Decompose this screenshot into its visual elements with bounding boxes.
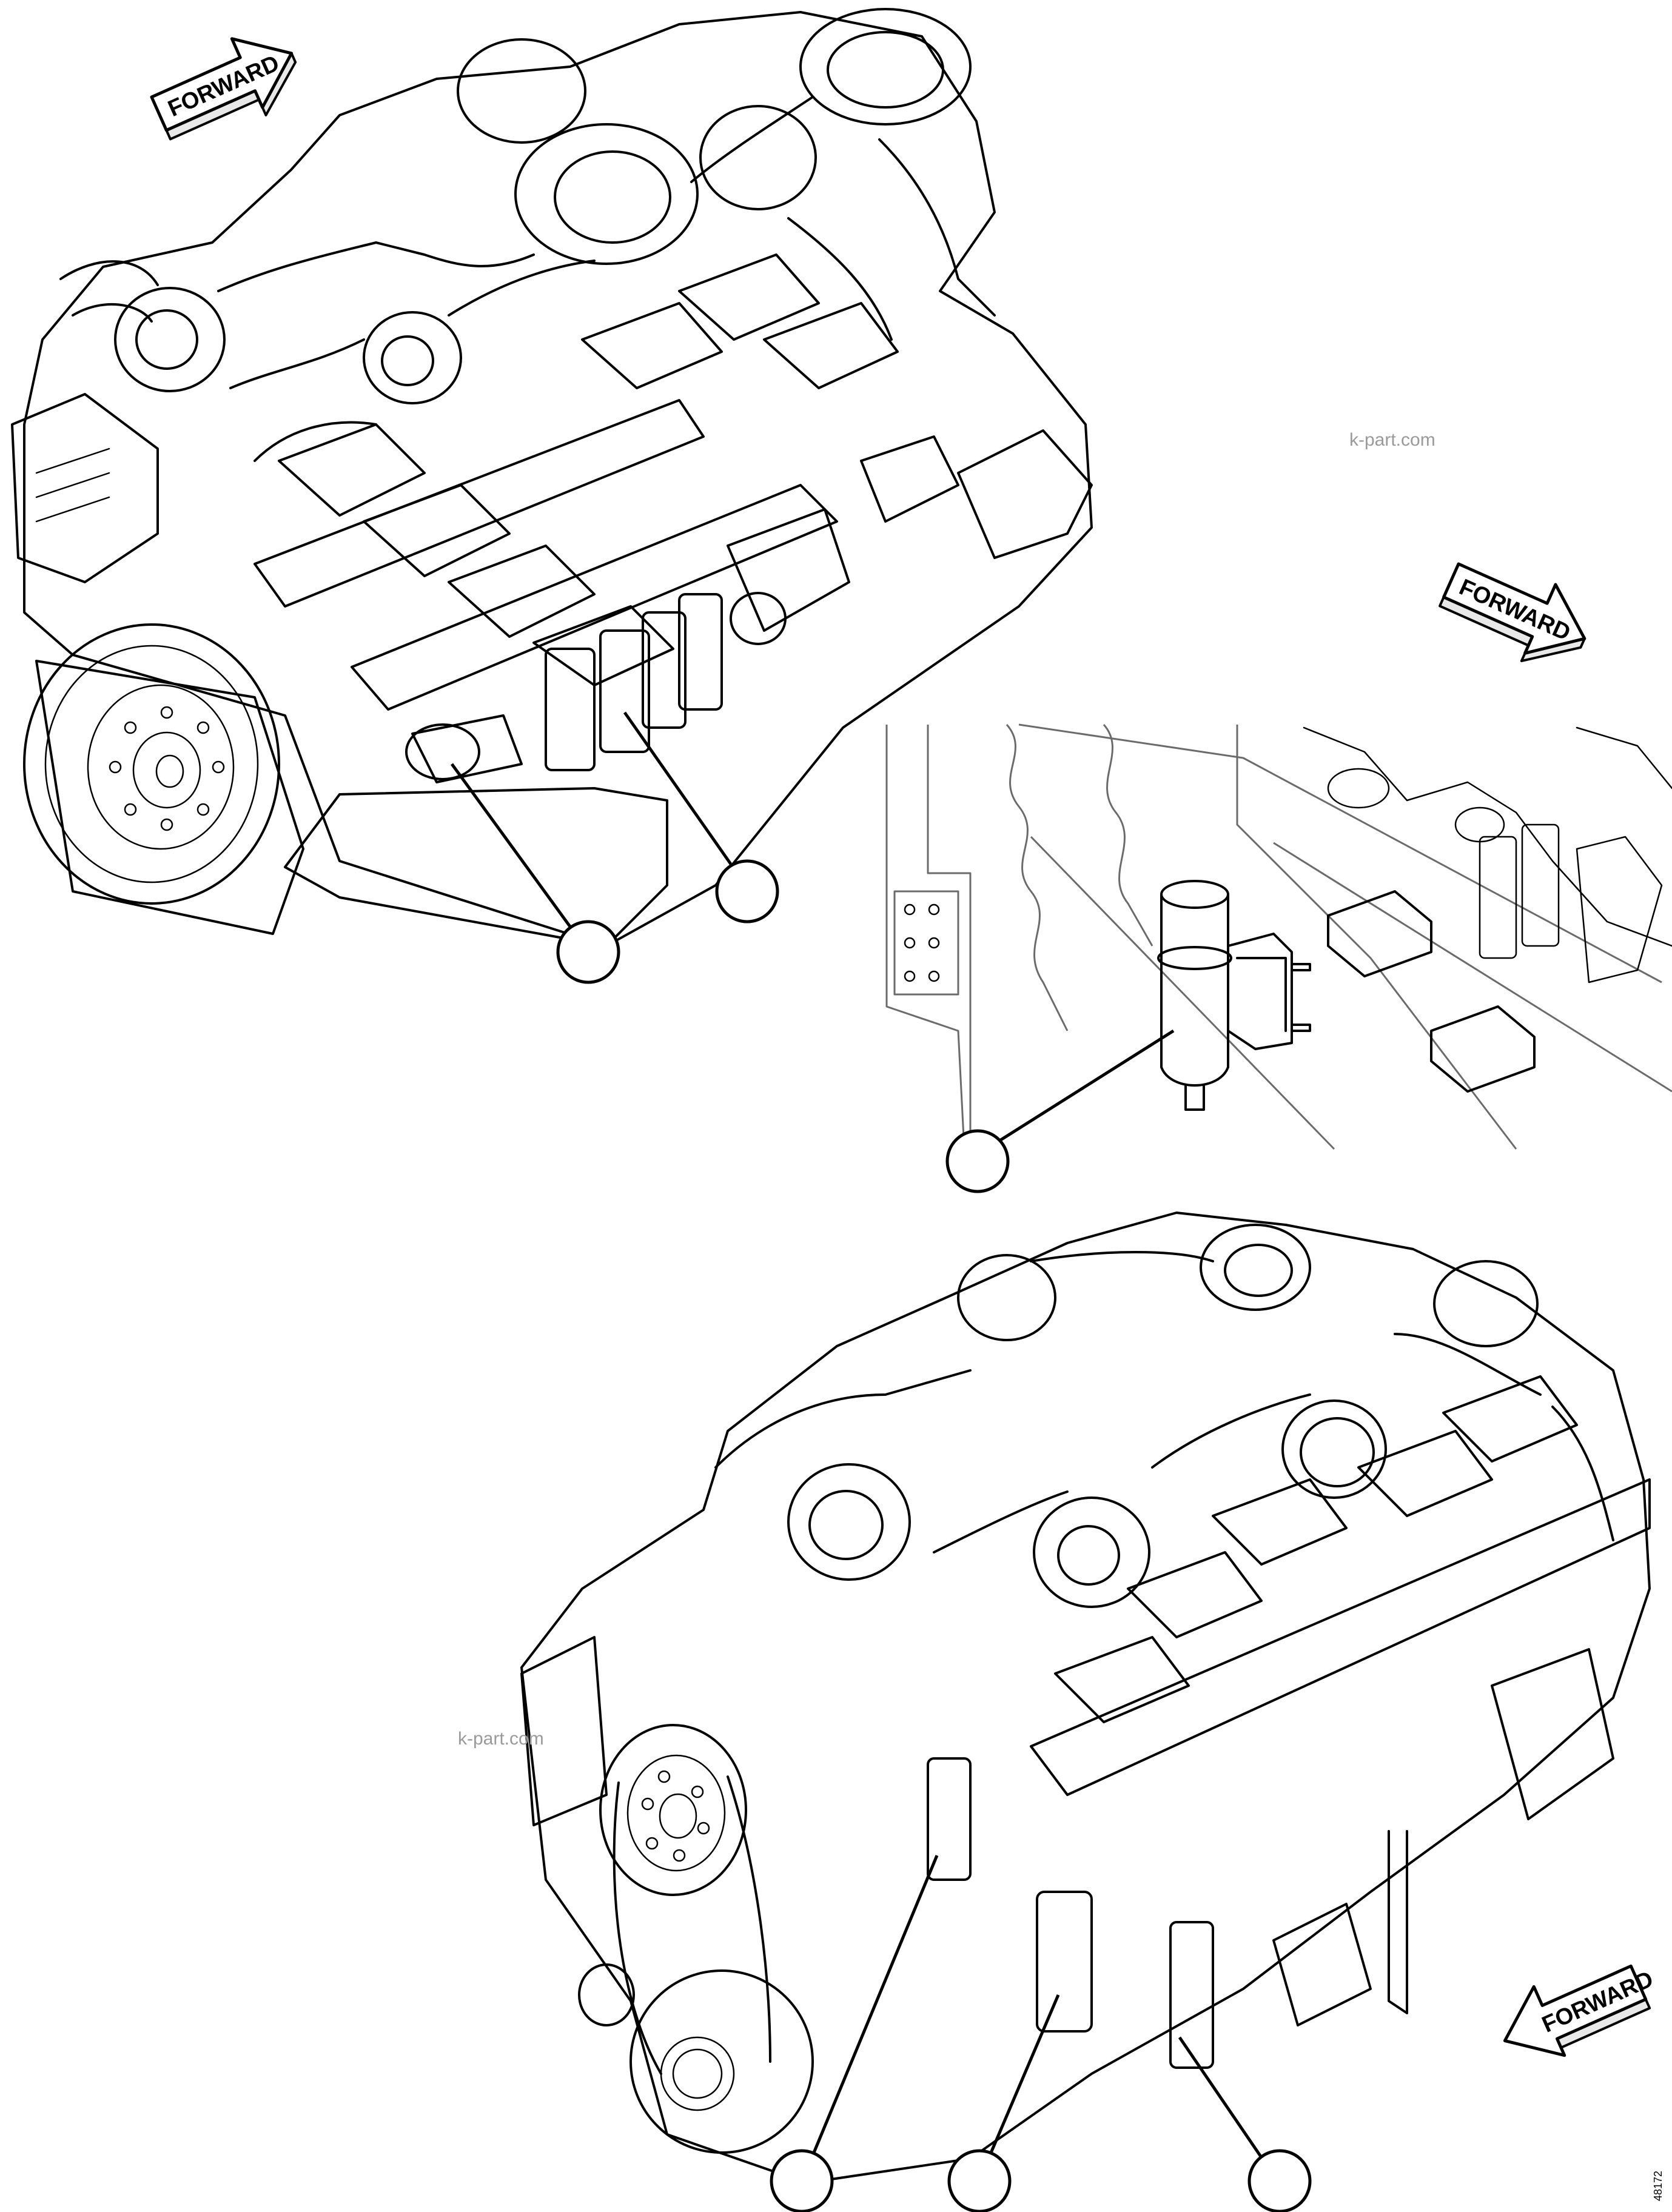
callout-circle-2[interactable] (715, 859, 779, 923)
engine-view-bottom (520, 1212, 1651, 2184)
callout-circle-4[interactable] (770, 2149, 834, 2212)
callout-group-top (450, 711, 779, 984)
forward-arrow-icon (1503, 1964, 1648, 2057)
figure-id: 48172 (1652, 2171, 1664, 2201)
forward-arrow-icon (1442, 562, 1586, 655)
leader-filters (623, 711, 733, 865)
leader-starter (450, 763, 575, 932)
detail-view-middle (885, 723, 1672, 1150)
watermark-2: k-part.com (458, 1729, 544, 1749)
watermark-1: k-part.com (1349, 430, 1435, 450)
leader-bottom-2 (988, 1994, 1060, 2156)
callout-circle-3[interactable] (945, 1129, 1010, 1193)
callout-circle-6[interactable] (1247, 2149, 1312, 2212)
leader-bottom-3 (1178, 2036, 1263, 2159)
engine-view-top (11, 8, 1093, 947)
callout-circle-1[interactable] (556, 920, 620, 984)
forward-arrow-1: FORWARD (150, 37, 297, 141)
callout-circle-5[interactable] (947, 2149, 1012, 2212)
callout-group-middle (945, 1029, 1175, 1193)
forward-arrow-3: FORWARD (1503, 1964, 1657, 2057)
leader-bottom-1 (811, 1855, 939, 2156)
callout-group-bottom (770, 1855, 1312, 2212)
forward-arrow-2: FORWARD (1439, 562, 1586, 663)
separator-filter (1157, 880, 1311, 1111)
leader-separator (999, 1029, 1175, 1142)
forward-arrow-icon (150, 37, 294, 132)
